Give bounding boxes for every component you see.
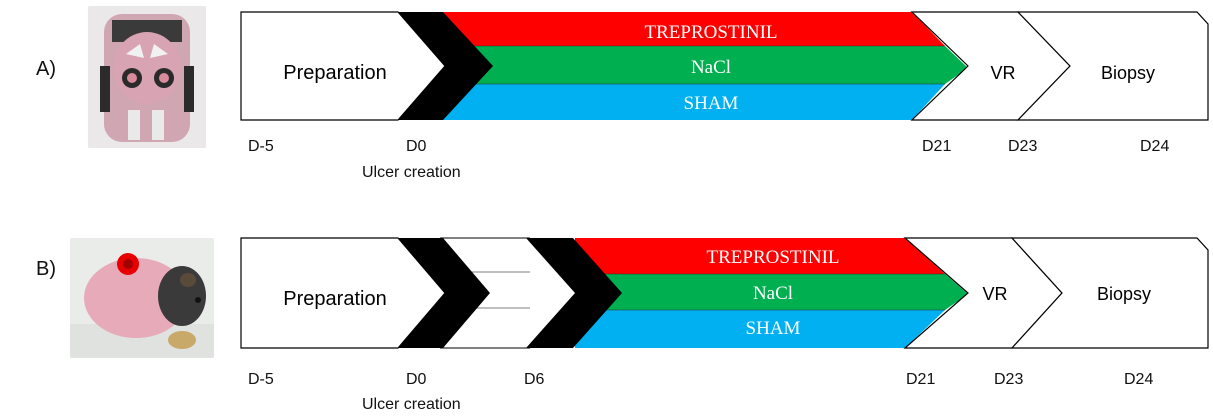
- panel-b-biopsy-arrow: [1010, 237, 1209, 349]
- panel-b-timeline: Preparation TREPROSTINIL NaCl SHAM VR Bi…: [240, 237, 1209, 349]
- panel-b-treprostinil-label: TREPROSTINIL: [707, 247, 840, 268]
- panel-a-sham-band: [440, 84, 945, 120]
- panel-a-label: A): [36, 58, 56, 80]
- panel-b-treprostinil-band: [575, 238, 945, 274]
- panel-b-day-d21: D21: [906, 371, 936, 388]
- panel-a-nacl-band: [440, 46, 968, 84]
- panel-b-day-d23: D23: [994, 371, 1024, 388]
- panel-b-day-d-5: D-5: [248, 371, 274, 388]
- panel-b-animal-photo: [70, 238, 214, 358]
- panel-a-black-chevron: [398, 12, 493, 120]
- panel-b-label: B): [36, 258, 56, 280]
- panel-b-vr-label: VR: [982, 284, 1007, 304]
- panel-b-day-d0: D0: [406, 371, 427, 388]
- panel-a-day-d21: D21: [922, 138, 952, 155]
- panel-a-timeline: Preparation TREPROSTINIL NaCl SHAM VR Bi…: [240, 11, 1209, 121]
- panel-b-day-d6: D6: [524, 371, 545, 388]
- panel-a-biopsy-arrow: [1016, 11, 1209, 121]
- panel-a-day-d0: D0: [406, 138, 427, 155]
- panel-a-biopsy-label: Biopsy: [1101, 63, 1155, 83]
- panel-a-day-d-5: D-5: [248, 138, 274, 155]
- panel-a-sham-label: SHAM: [684, 93, 739, 114]
- panel-b-nacl-band: [575, 274, 968, 310]
- panel-a-nacl-label: NaCl: [691, 57, 731, 78]
- panel-b-black-chevron-d0: [398, 238, 490, 348]
- panel-a-vr-label: VR: [990, 63, 1015, 83]
- panel-b-black-chevron-d6: [526, 238, 622, 348]
- panel-a-treprostinil-label: TREPROSTINIL: [645, 22, 778, 43]
- panel-a-ulcer-creation: Ulcer creation: [362, 164, 461, 181]
- panel-a-day-d24: D24: [1140, 138, 1170, 155]
- panel-b-preparation-label: Preparation: [283, 288, 386, 310]
- panel-b-sham-label: SHAM: [746, 318, 801, 339]
- panel-b-day-d24: D24: [1124, 371, 1154, 388]
- panel-b-ulcer-creation: Ulcer creation: [362, 396, 461, 413]
- panel-b-nacl-label: NaCl: [753, 283, 793, 304]
- panel-b-biopsy-label: Biopsy: [1097, 284, 1151, 304]
- panel-a-preparation-label: Preparation: [283, 62, 386, 84]
- panel-b-sham-band: [575, 310, 945, 348]
- panel-a-animal-photo: [88, 6, 206, 148]
- panel-a-day-d23: D23: [1008, 138, 1038, 155]
- panel-a-treprostinil-band: [440, 12, 945, 46]
